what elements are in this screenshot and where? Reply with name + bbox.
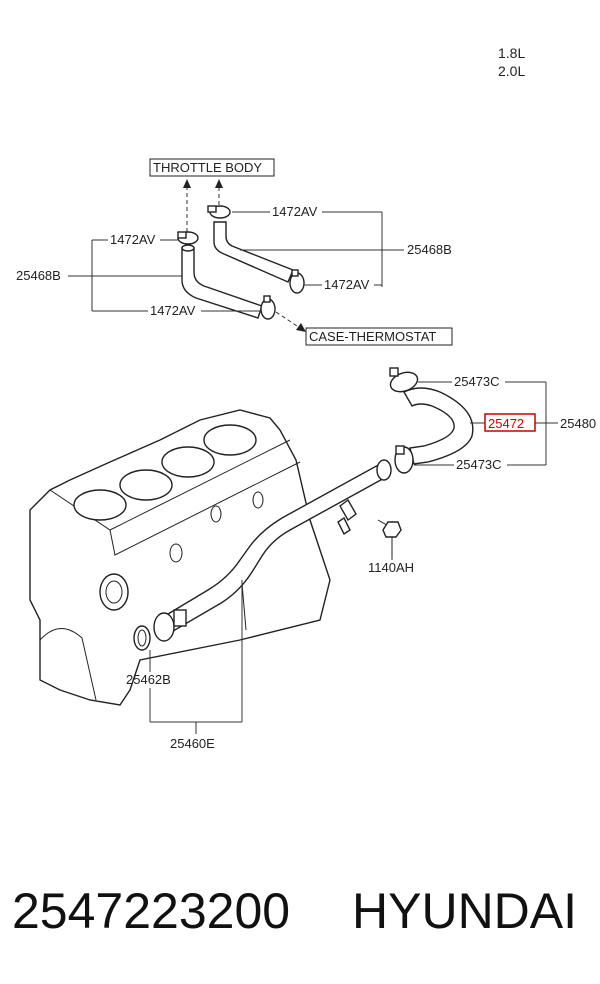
- clamp-1472av-c[interactable]: [207, 205, 231, 219]
- brand-name: HYUNDAI: [352, 883, 577, 939]
- engine-block: [29, 409, 331, 706]
- part-number: 2547223200: [12, 883, 290, 939]
- hose-25472[interactable]: [403, 387, 474, 465]
- engine-variant-2: 2.0L: [498, 63, 525, 79]
- label-25462b: 25462B: [126, 672, 171, 687]
- label-1472av-bottom: 1472AV: [150, 303, 196, 318]
- case-thermostat-label[interactable]: CASE-THERMOSTAT: [305, 327, 453, 346]
- hose-25468b-upper[interactable]: [213, 221, 294, 283]
- label-25460e: 25460E: [170, 736, 215, 751]
- label-25473c-upper: 25473C: [454, 374, 500, 389]
- svg-text:CASE-THERMOSTAT: CASE-THERMOSTAT: [309, 329, 436, 344]
- label-1472av-left: 1472AV: [110, 232, 156, 247]
- throttle-body-label[interactable]: THROTTLE BODY: [149, 158, 275, 177]
- label-1472av-right: 1472AV: [324, 277, 370, 292]
- bolt-1140ah[interactable]: [377, 519, 402, 556]
- clamp-25473c-upper[interactable]: [388, 367, 420, 395]
- label-1472av-top: 1472AV: [272, 204, 318, 219]
- svg-text:THROTTLE BODY: THROTTLE BODY: [153, 160, 262, 175]
- label-1140ah: 1140AH: [368, 560, 414, 575]
- engine-variant-1: 1.8L: [498, 45, 525, 61]
- svg-text:25472: 25472: [488, 416, 524, 431]
- label-25468b-right: 25468B: [407, 242, 452, 257]
- clamp-1472av-d[interactable]: [289, 269, 305, 294]
- oring-25462b[interactable]: [133, 625, 151, 651]
- label-25473c-lower: 25473C: [456, 457, 502, 472]
- label-25480: 25480: [560, 416, 596, 431]
- clamp-25473c-lower[interactable]: [394, 445, 414, 474]
- label-25472-highlight[interactable]: 25472: [484, 413, 536, 432]
- label-25468b-left: 25468B: [16, 268, 61, 283]
- clamp-1472av-a[interactable]: [177, 231, 199, 245]
- clamp-1472av-b[interactable]: [260, 295, 276, 320]
